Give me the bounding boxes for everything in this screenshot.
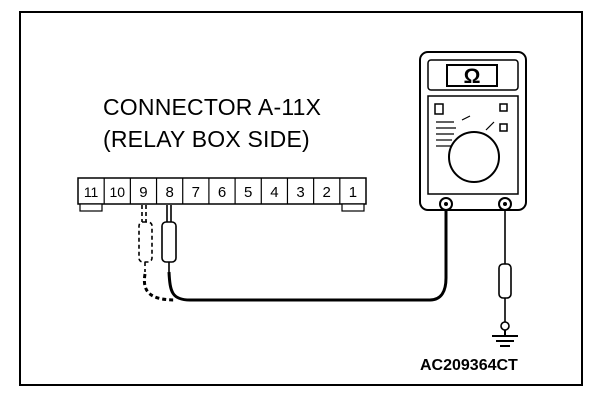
connector-tab-right xyxy=(341,203,365,212)
pin-label-11: 11 xyxy=(84,184,99,200)
connector-subtitle: (RELAY BOX SIDE) xyxy=(103,126,310,152)
meter-indicator-right-bottom xyxy=(499,123,508,132)
connector-tab-left xyxy=(79,203,103,212)
pin-label-10: 10 xyxy=(109,184,125,200)
meter-indicator-left xyxy=(434,103,444,115)
ohm-symbol-icon: Ω xyxy=(464,65,481,88)
pin-label-7: 7 xyxy=(192,184,200,201)
pin-label-9: 9 xyxy=(139,184,147,201)
pin-label-2: 2 xyxy=(323,184,331,201)
range-selector-dial xyxy=(448,131,500,183)
pin-label-1: 1 xyxy=(349,184,357,201)
probe-pin-9-dashed xyxy=(138,205,177,302)
meter-display xyxy=(446,64,498,87)
figure-code: AC209364CT xyxy=(420,357,518,374)
connector-a-11x: 11 10 9 8 7 6 5 4 3 2 1 xyxy=(77,177,367,212)
pin-label-8: 8 xyxy=(165,184,173,201)
connector-title: CONNECTOR A-11X xyxy=(103,94,322,120)
figure-frame xyxy=(19,11,583,386)
probe-pin-8 xyxy=(161,205,177,272)
ground-symbol-icon xyxy=(492,330,518,347)
pin-label-4: 4 xyxy=(270,184,278,201)
pin-label-6: 6 xyxy=(218,184,226,201)
test-lead-black xyxy=(167,208,448,302)
pin-label-5: 5 xyxy=(244,184,252,201)
range-marks-icon xyxy=(436,115,495,147)
meter-indicator-right-top xyxy=(499,103,508,112)
test-lead-ground xyxy=(498,210,512,331)
ohmmeter: Ω xyxy=(419,51,527,211)
pin-label-3: 3 xyxy=(296,184,304,201)
